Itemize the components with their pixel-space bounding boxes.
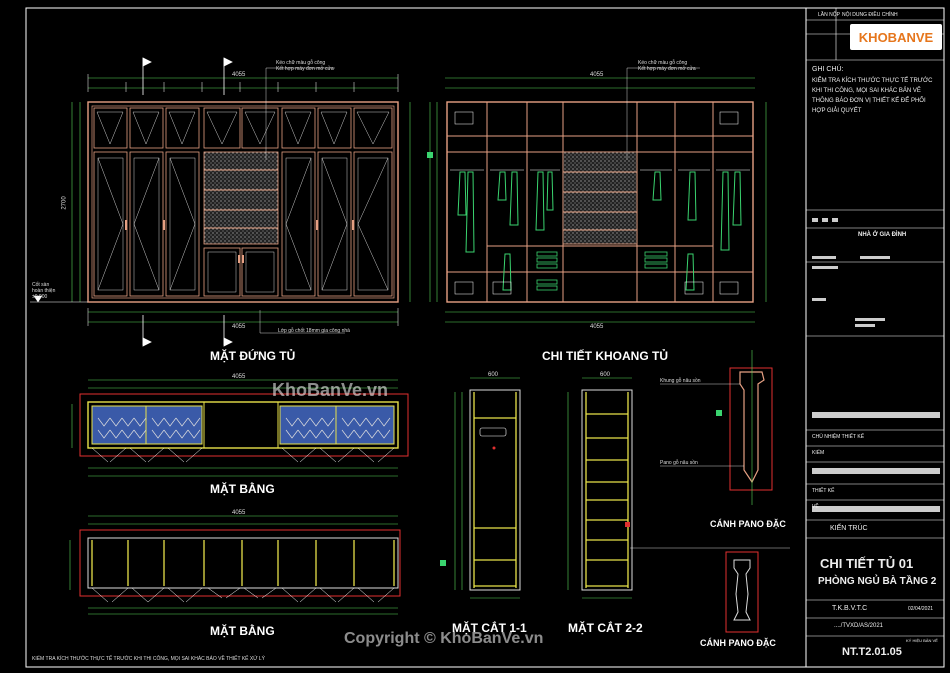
title-plan-2: MẶT BẰNG: [210, 624, 275, 638]
dim-width-plan-1: 4055: [232, 374, 246, 380]
section-2-2: [567, 377, 790, 599]
title-block-placeholders: [812, 218, 940, 512]
khobanve-logo: KHOBANVE: [850, 24, 942, 50]
document-number: ..../TVXD/AS/2021: [834, 623, 884, 629]
dim-total-width-detail: 4055: [590, 72, 604, 78]
role-chief: CHỦ NHIỆM THIẾT KẾ: [812, 434, 865, 440]
watermark-center: KhoBanVe.vn: [272, 380, 389, 400]
project-name: NHÀ Ở GIA ĐÌNH: [858, 232, 907, 238]
dim-height-elev: 2700: [61, 196, 68, 210]
dim-width-plan-2: 4055: [232, 510, 246, 516]
dim-total-width-elev-bottom: 4055: [232, 324, 246, 330]
note-elev-bottom: Lớp gỗ chốt 18mm gia công nhà: [278, 328, 350, 334]
role-check: KIỂM: [812, 450, 825, 456]
notes-title: GHI CHÚ:: [812, 66, 844, 73]
rev-header-1: LẦN NỘP: [818, 12, 840, 18]
title-detail: CHI TIẾT KHOANG TỦ: [542, 349, 668, 363]
note-section-pano: Pano gỗ nâu sồn: [660, 460, 698, 466]
title-pano-2: CÁNH PANO ĐẶC: [700, 638, 776, 648]
issue-date: 02/04/2021: [908, 606, 934, 612]
pano-detail-1: [660, 350, 773, 505]
rev-header-2: NỘI DUNG ĐIỀU CHỈNH: [842, 12, 898, 18]
drawing-title-1: CHI TIẾT TỦ 01: [820, 556, 914, 571]
discipline: KIẾN TRÚC: [830, 525, 868, 532]
design-phase: T.K.B.V.T.C: [832, 605, 868, 612]
role-design: THIẾT KẾ: [812, 488, 835, 494]
role-draw: VẼ: [812, 504, 819, 510]
pano-detail-2: [725, 551, 759, 633]
notes-body: KIỂM TRA KÍCH THƯỚC THỰC TẾ TRƯỚC KHI TH…: [812, 78, 933, 114]
dim-total-width-elev: 4055: [232, 72, 246, 78]
note-elev-top-1: Kéo chữ màu gỗ công: [276, 60, 326, 66]
drawing-title-2: PHÒNG NGỦ BÀ TẦNG 2: [818, 576, 937, 587]
plan-view-1: [71, 379, 409, 477]
sheet-number: NT.T2.01.05: [842, 646, 902, 658]
detail-view: [427, 67, 767, 323]
watermark-bottom: Copyright © KhoBanVe.vn: [344, 630, 544, 647]
sheet-label: KÝ HIỆU BẢN VẼ: [906, 638, 938, 643]
note-level: Cốt sàn hoàn thiện ±0.000: [32, 282, 56, 300]
section-1-1: [440, 377, 521, 599]
note-detail-top-2: Kết hợp máy đơn mở cửa: [638, 66, 696, 72]
title-block-frame: [805, 7, 945, 668]
note-elev-top-2: Kết hợp máy đơn mở cửa: [276, 66, 334, 72]
plan-view-2: [69, 515, 401, 615]
footer-note: KIỂM TRA KÍCH THƯỚC THỰC TẾ TRƯỚC KHI TH…: [32, 656, 266, 662]
dim-depth-section-1: 600: [488, 372, 499, 378]
title-pano-1: CÁNH PANO ĐẶC: [710, 519, 786, 529]
title-plan-1: MẶT BẰNG: [210, 482, 275, 496]
dim-total-width-detail-bottom: 4055: [590, 324, 604, 330]
note-detail-top-1: Kéo chữ màu gỗ công: [638, 60, 688, 66]
title-elevation: MẶT ĐỨNG TỦ: [210, 349, 296, 363]
title-section-1: MẶT CẮT 1-1: [452, 621, 527, 635]
dim-depth-section-2: 600: [600, 372, 611, 378]
elevation-view: [30, 57, 411, 347]
note-section-frame: Khung gỗ nâu sồn: [660, 378, 701, 384]
title-section-2: MẶT CẮT 2-2: [568, 621, 643, 635]
elevation-dimensions: [71, 77, 411, 323]
